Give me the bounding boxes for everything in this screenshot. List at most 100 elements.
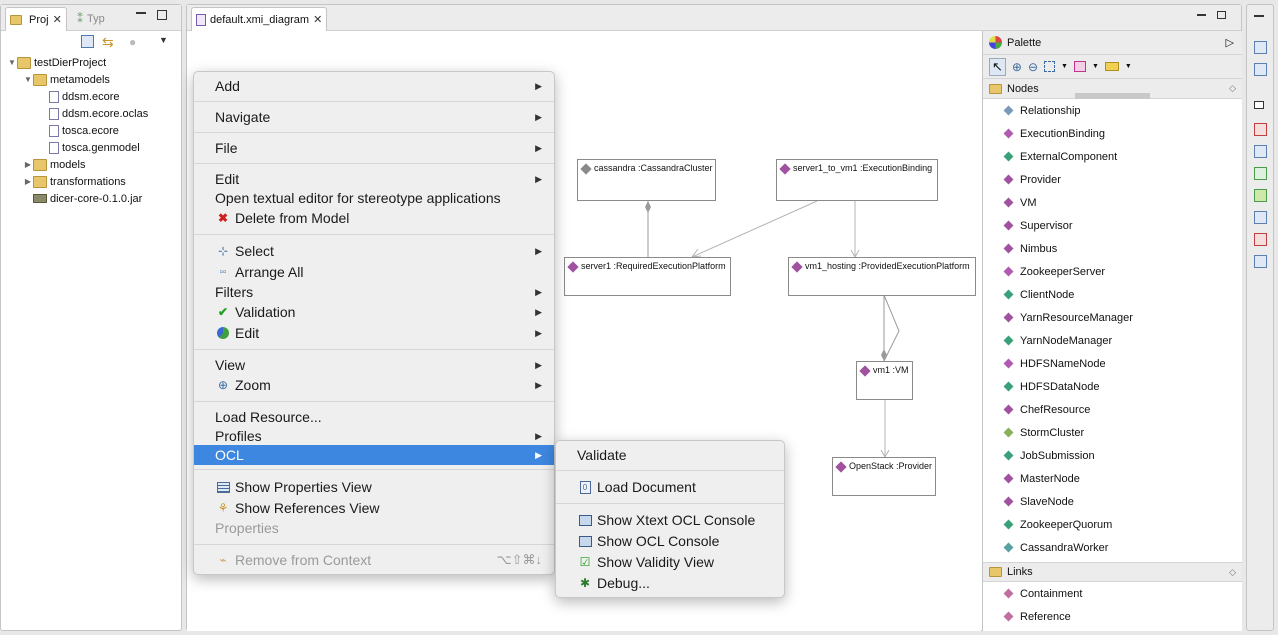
menu-item-arrange-all[interactable]: ▫▫Arrange All [194, 262, 554, 282]
tree-item[interactable]: ▼testDierProject [1, 54, 106, 71]
menu-item-edit-sub[interactable]: Edit▶ [194, 323, 554, 343]
diagram-node-vm1[interactable]: vm1 :VM [856, 361, 913, 400]
link-with-editor-icon[interactable]: ⇆ [102, 34, 114, 50]
maximize-icon[interactable] [157, 10, 167, 20]
palette-tool-executionbinding[interactable]: ExecutionBinding [983, 122, 1242, 145]
tree-item[interactable]: ddsm.ecore [1, 88, 119, 105]
view-menu-icon[interactable]: ▼ [159, 35, 168, 45]
palette-tool-masternode[interactable]: MasterNode [983, 467, 1242, 490]
menu-item-view[interactable]: View▶ [215, 357, 542, 373]
close-icon[interactable]: ✕ [52, 14, 62, 26]
outline-view-icon[interactable] [1254, 41, 1267, 54]
palette-tool-zookeeperquorum[interactable]: ZookeeperQuorum [983, 513, 1242, 536]
menu-item-edit[interactable]: Edit▶ [215, 171, 542, 187]
tree-item[interactable]: ddsm.ecore.oclas [1, 105, 148, 122]
error-log-icon[interactable] [1254, 233, 1267, 246]
tab-project-explorer[interactable]: Proj ✕ [5, 7, 67, 31]
palette-tool-chefresource[interactable]: ChefResource [983, 398, 1242, 421]
palette-tool-externalcomponent[interactable]: ExternalComponent [983, 145, 1242, 168]
palette-tool-stormcluster[interactable]: StormCluster [983, 421, 1242, 444]
menu-item-open-textual-editor[interactable]: Open textual editor for stereotype appli… [215, 190, 501, 206]
dropdown-icon[interactable]: ▼ [1061, 63, 1068, 70]
tree-item[interactable]: dicer-core-0.1.0.jar [1, 190, 142, 207]
dropdown-icon[interactable]: ▼ [1124, 63, 1132, 70]
palette-tool-jobsubmission[interactable]: JobSubmission [983, 444, 1242, 467]
palette-tool-supervisor[interactable]: Supervisor [983, 214, 1242, 237]
tree-item[interactable]: ▶transformations [1, 173, 126, 190]
diagram-node-openstack[interactable]: OpenStack :Provider [832, 457, 936, 496]
menu-item-properties[interactable]: Properties [215, 520, 279, 536]
tasks-view-icon[interactable] [1254, 211, 1267, 224]
comment-tool-icon[interactable] [1104, 62, 1119, 71]
palette-tool-yarnnodemanager[interactable]: YarnNodeManager [983, 329, 1242, 352]
minimize-icon[interactable] [1197, 14, 1206, 16]
diagram-node-cassandra[interactable]: cassandra :CassandraCluster [577, 159, 716, 201]
containment-connection[interactable] [883, 294, 900, 362]
palette-tool-yarnresourcemanager[interactable]: YarnResourceManager [983, 306, 1242, 329]
menu-item-ocl[interactable]: OCL▶ [194, 445, 554, 465]
search-view-icon[interactable] [1254, 255, 1267, 268]
palette-tool-cassandraworker[interactable]: CassandraWorker [983, 536, 1242, 559]
tree-item[interactable]: tosca.genmodel [1, 139, 140, 156]
pointer-tool-icon[interactable]: ↖ [989, 57, 1006, 76]
palette-tool-reference[interactable]: Reference [983, 605, 1242, 628]
palette-tool-containment[interactable]: Containment [983, 582, 1242, 605]
console-view-icon[interactable] [1254, 145, 1267, 158]
restore-icon[interactable] [1254, 101, 1264, 109]
problems-view-icon[interactable] [1254, 123, 1267, 136]
diagram-node-execution-binding[interactable]: server1_to_vm1 :ExecutionBinding [776, 159, 938, 201]
palette-tool-relationship[interactable]: Relationship [983, 99, 1242, 122]
menu-item-zoom[interactable]: ⊕Zoom▶ [217, 377, 542, 393]
close-icon[interactable]: ✕ [313, 14, 323, 26]
palette-collapse-icon[interactable]: ▷ [1225, 37, 1234, 49]
dropdown-icon[interactable]: ▼ [1091, 63, 1099, 70]
palette-tool-provider[interactable]: Provider [983, 168, 1242, 191]
menu-item-delete-from-model[interactable]: ✖Delete from Model [217, 210, 350, 226]
map-view-icon[interactable] [1254, 189, 1267, 202]
scroll-up-handle[interactable] [1075, 93, 1150, 99]
palette-tool-slavenode[interactable]: SlaveNode [983, 490, 1242, 513]
palette-tool-hdfsnamenode[interactable]: HDFSNameNode [983, 352, 1242, 375]
diagram-node-vm1-hosting[interactable]: vm1_hosting :ProvidedExecutionPlatform [788, 257, 976, 296]
menu-item-filters[interactable]: Filters▶ [215, 284, 542, 300]
collapse-toggle-icon[interactable]: ▶ [24, 160, 32, 169]
zoom-out-icon[interactable]: ⊖ [1027, 59, 1039, 74]
menu-item-validation[interactable]: ✔Validation▶ [217, 304, 542, 320]
reference-connection[interactable] [691, 200, 818, 258]
tree-item[interactable]: ▼metamodels [1, 71, 110, 88]
tab-diagram[interactable]: default.xmi_diagram ✕ [191, 7, 328, 31]
menu-item-navigate[interactable]: Navigate▶ [215, 109, 542, 125]
progress-view-icon[interactable] [1254, 167, 1267, 180]
expand-toggle-icon[interactable]: ▼ [8, 58, 16, 67]
links-drawer-header[interactable]: Links ◇ [983, 562, 1242, 582]
marquee-tool-icon[interactable] [1044, 61, 1056, 72]
menu-item-file[interactable]: File▶ [215, 140, 542, 156]
menu-item-show-validity-view[interactable]: ☑Show Validity View [579, 554, 714, 570]
nodes-drawer-header[interactable]: Nodes ◇ [983, 79, 1242, 99]
minimize-icon[interactable] [1254, 15, 1264, 17]
palette-tool-vm[interactable]: VM [983, 191, 1242, 214]
tree-item[interactable]: ▶models [1, 156, 85, 173]
menu-item-validate[interactable]: Validate [577, 447, 627, 463]
collapse-toggle-icon[interactable]: ▶ [24, 177, 32, 186]
pin-icon[interactable]: ◇ [1229, 83, 1236, 93]
minimize-icon[interactable] [136, 12, 146, 14]
menu-item-show-references-view[interactable]: ⚘Show References View [217, 500, 380, 516]
focus-icon[interactable]: ● [129, 35, 137, 49]
palette-tool-nimbus[interactable]: Nimbus [983, 237, 1242, 260]
menu-item-show-ocl-console[interactable]: Show OCL Console [556, 531, 784, 551]
tree-item[interactable]: tosca.ecore [1, 122, 119, 139]
expand-toggle-icon[interactable]: ▼ [24, 75, 32, 84]
note-tool-icon[interactable] [1073, 61, 1086, 72]
palette-tool-clientnode[interactable]: ClientNode [983, 283, 1242, 306]
menu-item-load-resource[interactable]: Load Resource... [215, 409, 322, 425]
zoom-in-icon[interactable]: ⊕ [1011, 59, 1022, 74]
tab-type-hierarchy[interactable]: ⁑ Typ [73, 7, 109, 31]
menu-item-debug[interactable]: ✱Debug... [579, 575, 650, 591]
restore-icon[interactable] [1217, 11, 1226, 19]
pin-icon[interactable]: ◇ [1229, 566, 1236, 577]
menu-item-select[interactable]: ⊹Select▶ [217, 243, 542, 259]
menu-item-add[interactable]: Add▶ [215, 78, 542, 94]
properties-view-icon[interactable] [1254, 63, 1267, 76]
